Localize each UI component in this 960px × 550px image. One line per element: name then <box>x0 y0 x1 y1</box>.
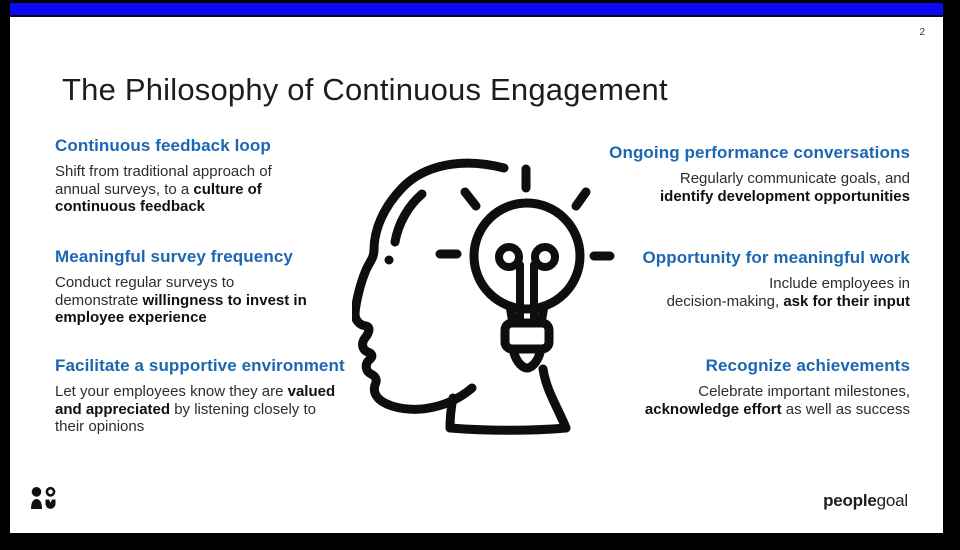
section-meaningful-work: Opportunity for meaningful work Include … <box>600 248 910 310</box>
head-lightbulb-icon <box>350 150 632 440</box>
section-heading: Continuous feedback loop <box>55 136 271 155</box>
section-heading: Recognize achievements <box>705 356 910 375</box>
section-performance-conversations: Ongoing performance conversations Regula… <box>600 143 910 205</box>
section-heading: Ongoing performance conversations <box>609 143 910 162</box>
section-heading: Opportunity for meaningful work <box>642 248 910 267</box>
section-body: Let your employees know they are valued … <box>55 383 336 435</box>
wordmark-light-part: goal <box>876 491 909 510</box>
slide: 2 The Philosophy of Continuous Engagemen… <box>10 3 943 533</box>
slide-title: The Philosophy of Continuous Engagement <box>62 71 668 107</box>
peoplegoal-wordmark: peoplegoal <box>823 491 908 511</box>
section-body: Celebrate important milestones, acknowle… <box>644 383 910 418</box>
section-supportive-environment: Facilitate a supportive environment Let … <box>55 356 365 436</box>
section-recognize-achievements: Recognize achievements Celebrate importa… <box>600 356 910 418</box>
section-body: Regularly communicate goals, and identif… <box>659 170 910 205</box>
section-continuous-feedback-loop: Continuous feedback loop Shift from trad… <box>55 136 365 216</box>
wordmark-bold-part: people <box>823 491 877 510</box>
section-heading: Facilitate a supportive environment <box>55 356 345 375</box>
section-body: Conduct regular surveys to demonstrate w… <box>55 274 307 326</box>
top-accent-bar <box>10 3 943 17</box>
section-body: Shift from traditional approach of annua… <box>55 163 272 215</box>
section-body: Include employees in decision-making, as… <box>666 275 910 310</box>
section-meaningful-survey-frequency: Meaningful survey frequency Conduct regu… <box>55 247 365 327</box>
section-heading: Meaningful survey frequency <box>55 247 293 266</box>
page-number: 2 <box>919 27 925 38</box>
people-group-icon <box>31 486 57 509</box>
